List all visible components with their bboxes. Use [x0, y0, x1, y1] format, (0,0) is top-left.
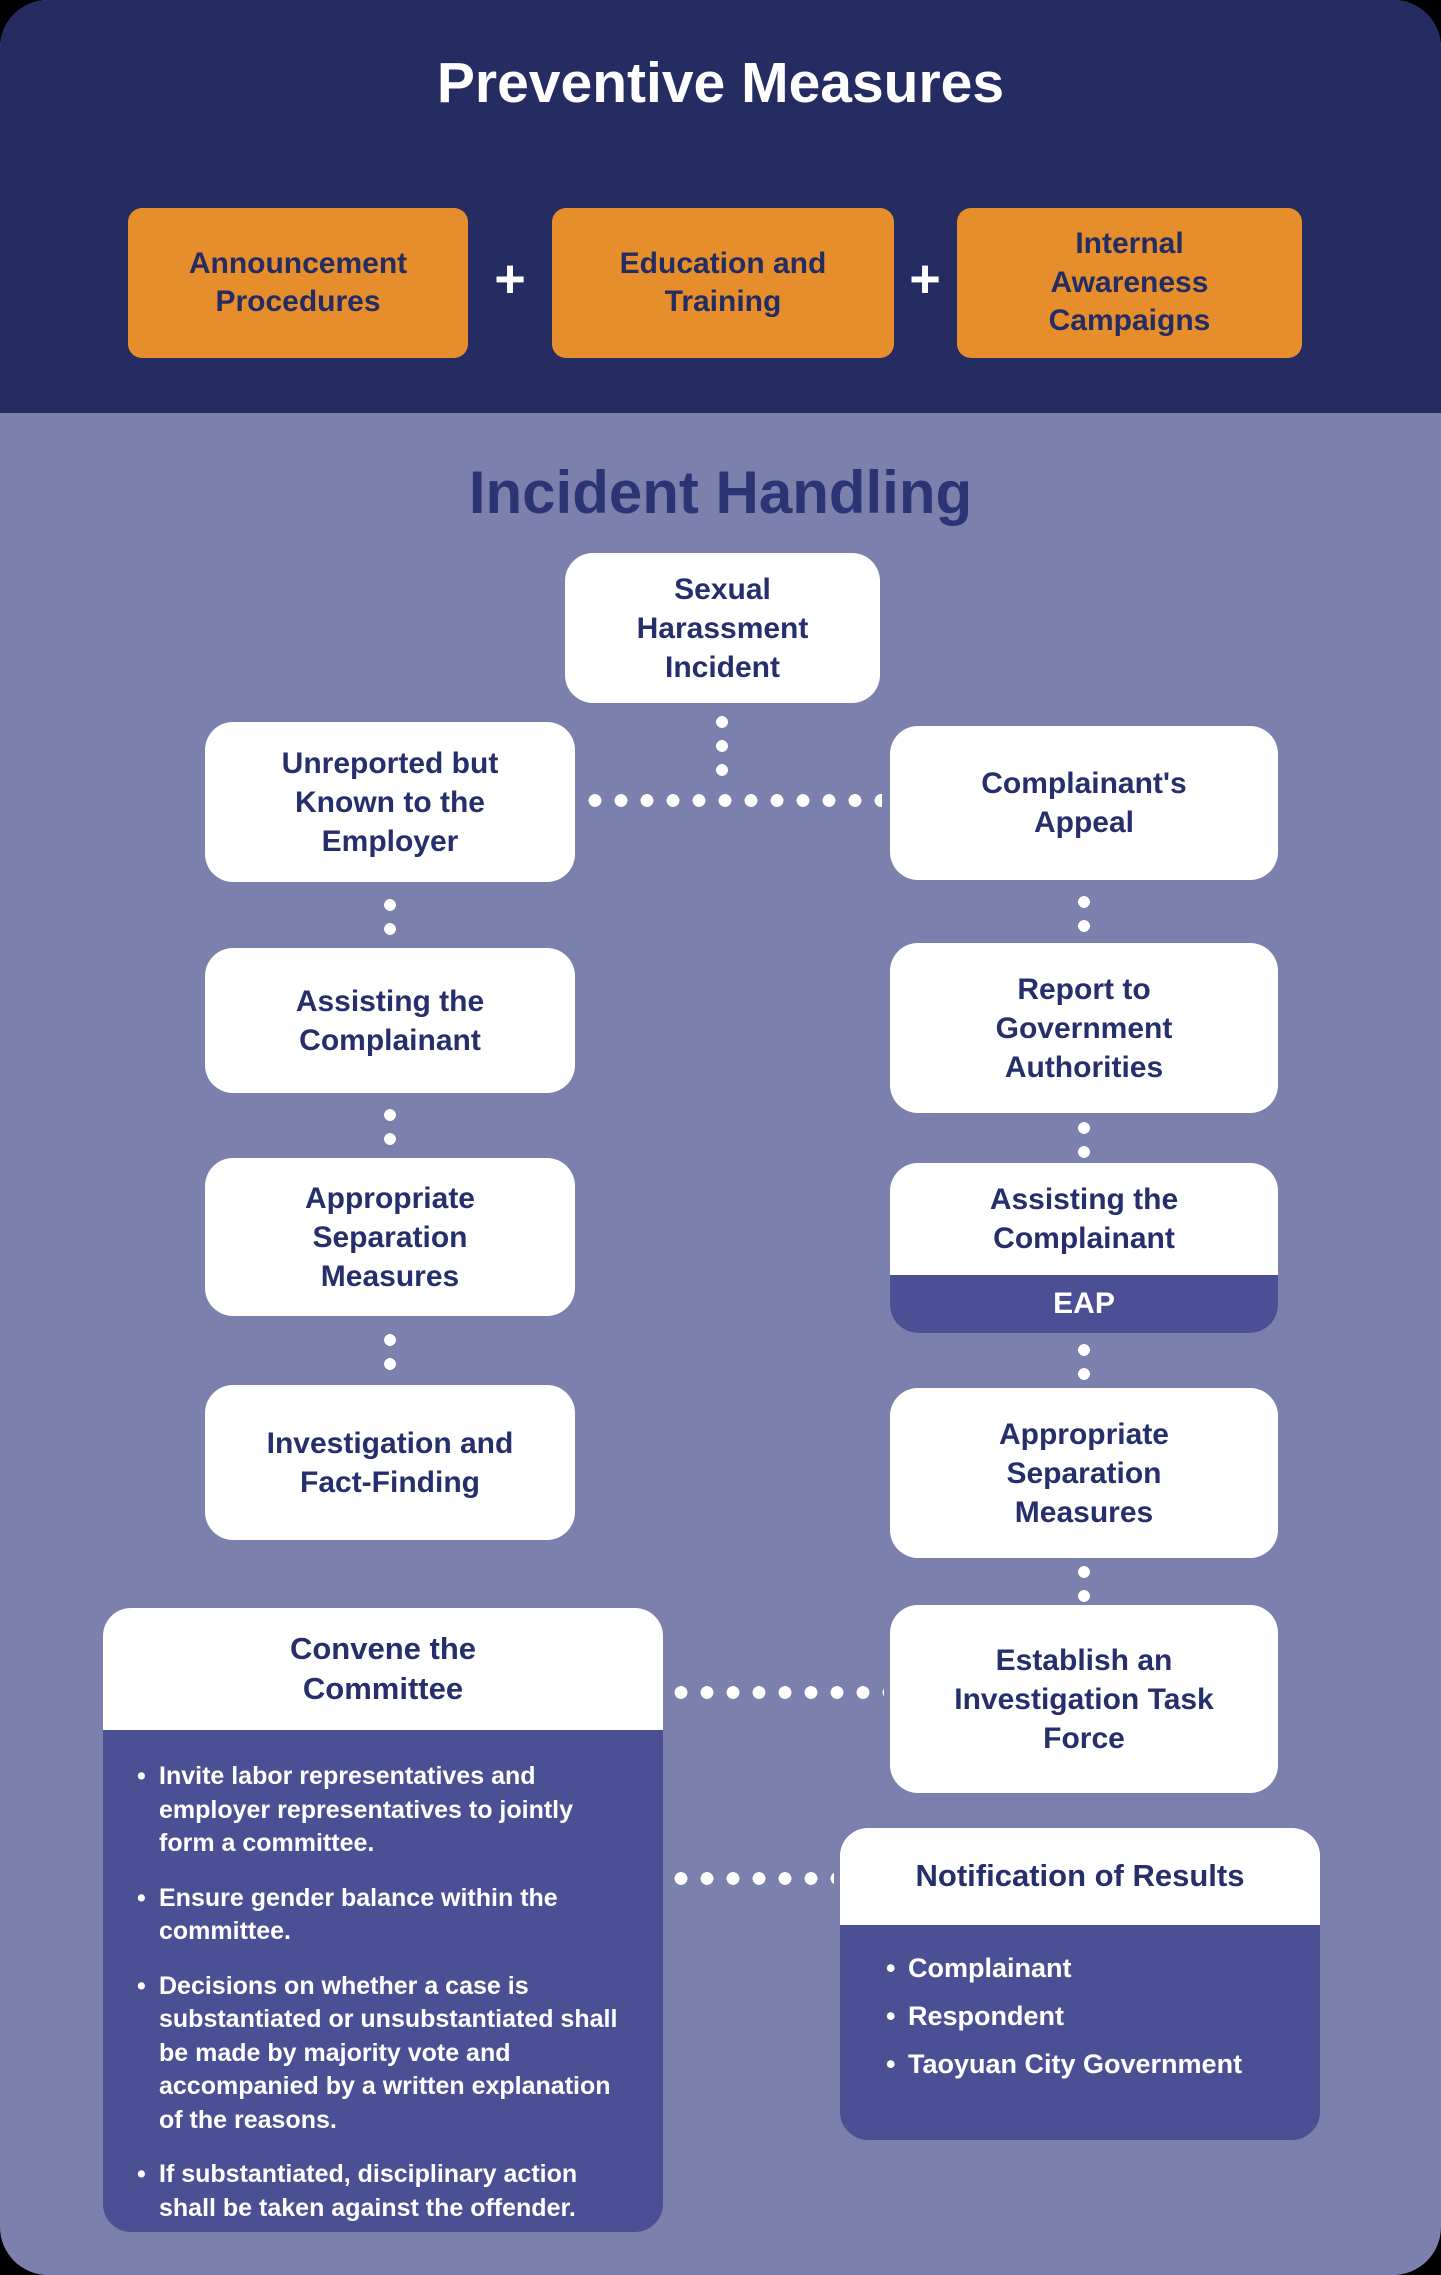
- node-assisting-complainant-right: Assisting the Complainant EAP: [890, 1163, 1278, 1333]
- node-investigation-fact-finding: Investigation and Fact-Finding: [205, 1385, 575, 1540]
- notification-bullet: Respondent: [882, 1999, 1290, 2034]
- node-unreported-known-employer: Unreported but Known to the Employer: [205, 722, 575, 882]
- node-notification-of-results: Notification of Results Complainant Resp…: [840, 1828, 1320, 2140]
- preventive-item-education-training: Education and Training: [552, 208, 894, 358]
- node-separation-measures-right: Appropriate Separation Measures: [890, 1388, 1278, 1558]
- convene-committee-title: Convene the Committee: [103, 1608, 663, 1730]
- eap-bar: EAP: [890, 1275, 1278, 1333]
- node-assisting-complainant-left: Assisting the Complainant: [205, 948, 575, 1093]
- notification-bullet: Complainant: [882, 1951, 1290, 1986]
- node-separation-measures-left: Appropriate Separation Measures: [205, 1158, 575, 1316]
- dotted-connector-vertical: [1078, 1560, 1090, 1604]
- dotted-connector-vertical: [384, 1328, 396, 1376]
- notification-bullet: Taoyuan City Government: [882, 2047, 1290, 2082]
- plus-sign: +: [494, 249, 526, 309]
- committee-bullet: Ensure gender balance within the committ…: [133, 1882, 629, 1949]
- node-report-government-authorities: Report to Government Authorities: [890, 943, 1278, 1113]
- dotted-connector-vertical: [1078, 1338, 1090, 1386]
- notification-bullet-list: Complainant Respondent Taoyuan City Gove…: [840, 1925, 1320, 2140]
- node-convene-committee: Convene the Committee Invite labor repre…: [103, 1608, 663, 2232]
- dotted-connector-vertical: [1078, 890, 1090, 938]
- dotted-connector-horizontal: [668, 1686, 884, 1699]
- committee-bullet-list: Invite labor representatives and employe…: [103, 1730, 663, 2232]
- committee-bullet: If substantiated, disciplinary action sh…: [133, 2158, 629, 2225]
- dotted-connector-vertical: [716, 710, 728, 782]
- node-investigation-task-force: Establish an Investigation Task Force: [890, 1605, 1278, 1793]
- committee-bullet: Invite labor representatives and employe…: [133, 1760, 629, 1861]
- notification-results-title: Notification of Results: [840, 1828, 1320, 1925]
- node-complainants-appeal: Complainant's Appeal: [890, 726, 1278, 880]
- dotted-connector-horizontal: [668, 1872, 834, 1885]
- preventive-title: Preventive Measures: [436, 51, 1005, 115]
- preventive-item-announcement-procedures: Announcement Procedures: [128, 208, 468, 358]
- dotted-connector-vertical: [384, 1103, 396, 1151]
- dotted-connector-vertical: [384, 893, 396, 941]
- committee-bullet: Decisions on whether a case is substanti…: [133, 1970, 629, 2138]
- plus-sign: +: [909, 249, 941, 309]
- node-sexual-harassment-incident: Sexual Harassment Incident: [565, 553, 880, 703]
- preventive-item-internal-awareness: Internal Awareness Campaigns: [957, 208, 1302, 358]
- incident-handling-title: Incident Handling: [468, 459, 973, 526]
- assisting-complainant-label: Assisting the Complainant: [989, 1183, 1179, 1255]
- dotted-connector-vertical: [1078, 1116, 1090, 1160]
- dotted-connector-horizontal: [582, 794, 882, 807]
